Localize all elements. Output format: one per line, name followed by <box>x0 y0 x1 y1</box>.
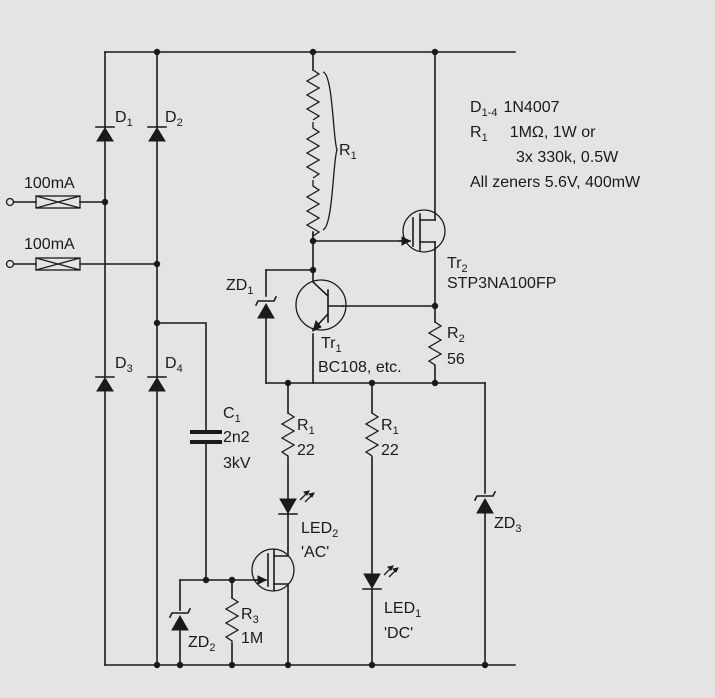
label-zd1: ZD1 <box>226 277 253 297</box>
jfet-symbol <box>251 547 295 593</box>
note-line-4: All zeners 5.6V, 400mW <box>470 174 641 191</box>
capacitor-c1-symbol <box>190 430 222 444</box>
label-led1-dc: 'DC' <box>384 625 413 642</box>
label-r3: R3 <box>241 606 259 626</box>
ac-terminal-2 <box>5 259 15 269</box>
label-tr1: Tr1 <box>321 335 342 355</box>
label-tr1-part: BC108, etc. <box>318 359 402 376</box>
label-fuse-1: 100mA <box>24 175 75 192</box>
label-r2-value: 56 <box>447 351 465 368</box>
c1-wire-top <box>156 322 207 431</box>
diode-d2-symbol <box>147 126 167 142</box>
label-fuse-2: 100mA <box>24 236 75 253</box>
resistor-r1-led2-symbol <box>280 412 296 458</box>
wiring <box>13 51 516 666</box>
label-d2: D2 <box>165 109 183 129</box>
label-c1-voltage: 3kV <box>223 455 251 472</box>
tr1-transistor-symbol <box>295 279 347 332</box>
label-r2: R2 <box>447 325 465 345</box>
label-r3-value: 1M <box>241 630 263 647</box>
r1-chain-brace <box>322 71 338 231</box>
junction-dots <box>101 48 489 669</box>
zener-zd1-symbol <box>254 295 278 319</box>
label-led1: LED1 <box>384 600 421 620</box>
led2-symbol <box>278 490 315 515</box>
resistor-r2-symbol <box>427 321 443 366</box>
zener-zd3-symbol <box>473 490 497 514</box>
label-r1-led1-value: 22 <box>381 442 399 459</box>
diode-d1-symbol <box>95 126 115 142</box>
fuse-1-symbol <box>35 195 81 209</box>
label-r1-led1: R1 <box>381 417 399 437</box>
diode-d4-symbol <box>147 376 167 392</box>
label-tr2: Tr2 <box>447 255 468 275</box>
label-r1-chain: R1 <box>339 142 357 162</box>
label-d4: D4 <box>165 355 183 375</box>
label-tr2-part: STP3NA100FP <box>447 275 556 292</box>
r1-chain-symbol <box>305 69 321 238</box>
label-r1-led2: R1 <box>297 417 315 437</box>
label-zd2: ZD2 <box>188 634 215 654</box>
zener-zd2-symbol <box>168 607 192 631</box>
led1-symbol <box>362 565 399 590</box>
resistor-r1-led1-symbol <box>364 412 380 458</box>
label-r1-led2-value: 22 <box>297 442 315 459</box>
diode-d3-symbol <box>95 376 115 392</box>
label-c1: C1 <box>223 405 241 425</box>
resistor-r3-symbol <box>224 597 240 644</box>
label-d3: D3 <box>115 355 133 375</box>
label-led2: LED2 <box>301 520 338 540</box>
label-d1: D1 <box>115 109 133 129</box>
ac-terminal-1 <box>5 197 15 207</box>
label-led2-ac: 'AC' <box>301 544 329 561</box>
note-line-3: 3x 330k, 0.5W <box>516 149 619 166</box>
label-c1-capacitance: 2n2 <box>223 429 250 446</box>
label-zd3: ZD3 <box>494 515 521 535</box>
tr2-mosfet-symbol <box>399 209 446 253</box>
fuse-2-symbol <box>35 257 81 271</box>
